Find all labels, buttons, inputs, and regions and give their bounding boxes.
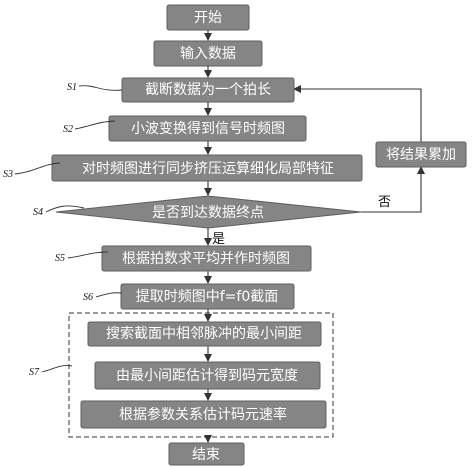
leader-s5	[67, 251, 109, 259]
node-start: 开始	[166, 4, 250, 31]
node-s2-label: 小波变换得到信号时频图	[131, 120, 285, 137]
branch-yes-label: 是	[212, 232, 225, 247]
node-s7a: 搜索截面中相邻脉冲的最小间距	[87, 321, 322, 347]
node-s7c: 根据参数关系估计码元速率	[80, 400, 327, 429]
node-s4-decision: 是否到达数据终点	[55, 195, 362, 229]
node-s4-label: 是否到达数据终点	[152, 205, 264, 221]
step-label-s6: S6	[83, 292, 93, 303]
node-s7a-label: 搜索截面中相邻脉冲的最小间距	[106, 325, 302, 342]
node-s2: 小波变换得到信号时频图	[108, 115, 307, 142]
node-accumulate: 将结果累加	[375, 141, 467, 168]
leader-s3	[14, 162, 61, 175]
branch-no-label: 否	[378, 195, 391, 210]
leader-s4	[45, 205, 85, 213]
leader-s1	[78, 85, 123, 91]
leader-s2	[74, 120, 116, 130]
node-accumulate-label: 将结果累加	[386, 147, 456, 163]
step-leaders	[14, 85, 123, 373]
node-s3: 对时频图进行同步挤压运算细化局部特征	[51, 154, 363, 182]
s7-group-frame	[68, 312, 334, 438]
step-label-s5: S5	[55, 253, 65, 264]
node-s7b: 由最小间距估计得到码元宽度	[94, 361, 321, 390]
step-label-s1: S1	[67, 82, 77, 93]
arrow-accumulate-to-s1	[293, 85, 422, 142]
arrow-no-to-accumulate	[361, 166, 425, 213]
leader-s6	[95, 292, 123, 298]
node-input: 输入数据	[153, 40, 263, 67]
node-s5-label: 根据拍数求平均并作时频图	[122, 251, 290, 267]
node-end: 结束	[168, 442, 245, 466]
step-label-s3: S3	[3, 169, 13, 180]
step-label-s4: S4	[33, 207, 43, 218]
node-s7b-label: 由最小间距估计得到码元宽度	[116, 367, 298, 384]
node-input-label: 输入数据	[180, 46, 236, 62]
node-end-label: 结束	[192, 447, 220, 463]
node-s6: 提取时频图中f=f0截面	[120, 283, 295, 310]
node-s5: 根据拍数求平均并作时频图	[101, 245, 312, 272]
connectors	[204, 30, 425, 443]
node-s1-label: 截断数据为一个拍长	[145, 82, 271, 98]
node-s1: 截断数据为一个拍长	[121, 77, 295, 103]
node-s3-label: 对时频图进行同步挤压运算细化局部特征	[82, 161, 334, 177]
node-s6-label: 提取时频图中f=f0截面	[136, 289, 279, 305]
node-s7c-label: 根据参数关系估计码元速率	[119, 406, 287, 423]
node-start-label: 开始	[194, 10, 222, 26]
step-label-s2: S2	[63, 124, 73, 135]
leader-s7	[41, 365, 73, 373]
step-label-s7: S7	[29, 367, 40, 378]
